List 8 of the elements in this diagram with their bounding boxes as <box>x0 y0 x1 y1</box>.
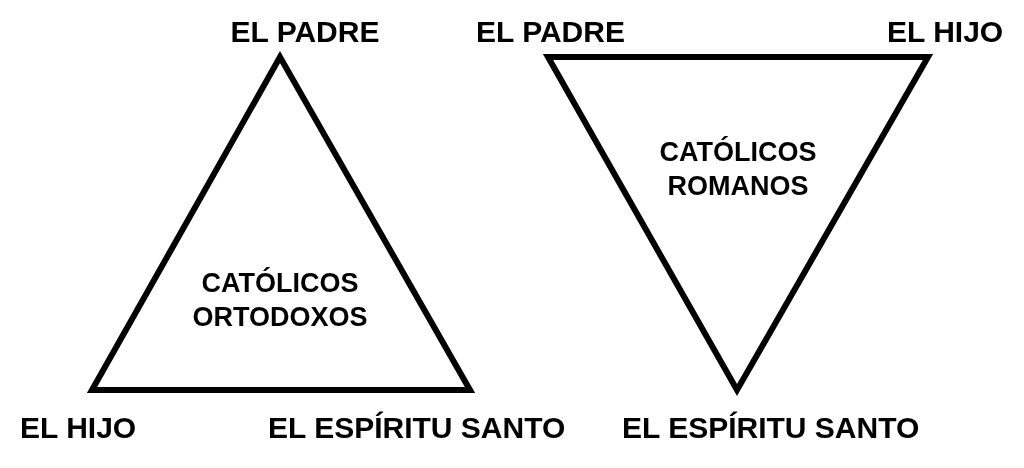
vertex-label: EL ESPÍRITU SANTO <box>268 411 566 445</box>
vertex-label: EL HIJO <box>20 411 137 445</box>
vertex-label: EL ESPÍRITU SANTO <box>622 411 920 445</box>
vertex-label: EL PADRE <box>476 15 625 49</box>
vertex-label: EL PADRE <box>230 15 380 49</box>
vertex-label: EL HIJO <box>887 15 1004 49</box>
group-label: CATÓLICOS ROMANOS <box>658 135 818 203</box>
group-label: CATÓLICOS ORTODOXOS <box>191 266 369 334</box>
